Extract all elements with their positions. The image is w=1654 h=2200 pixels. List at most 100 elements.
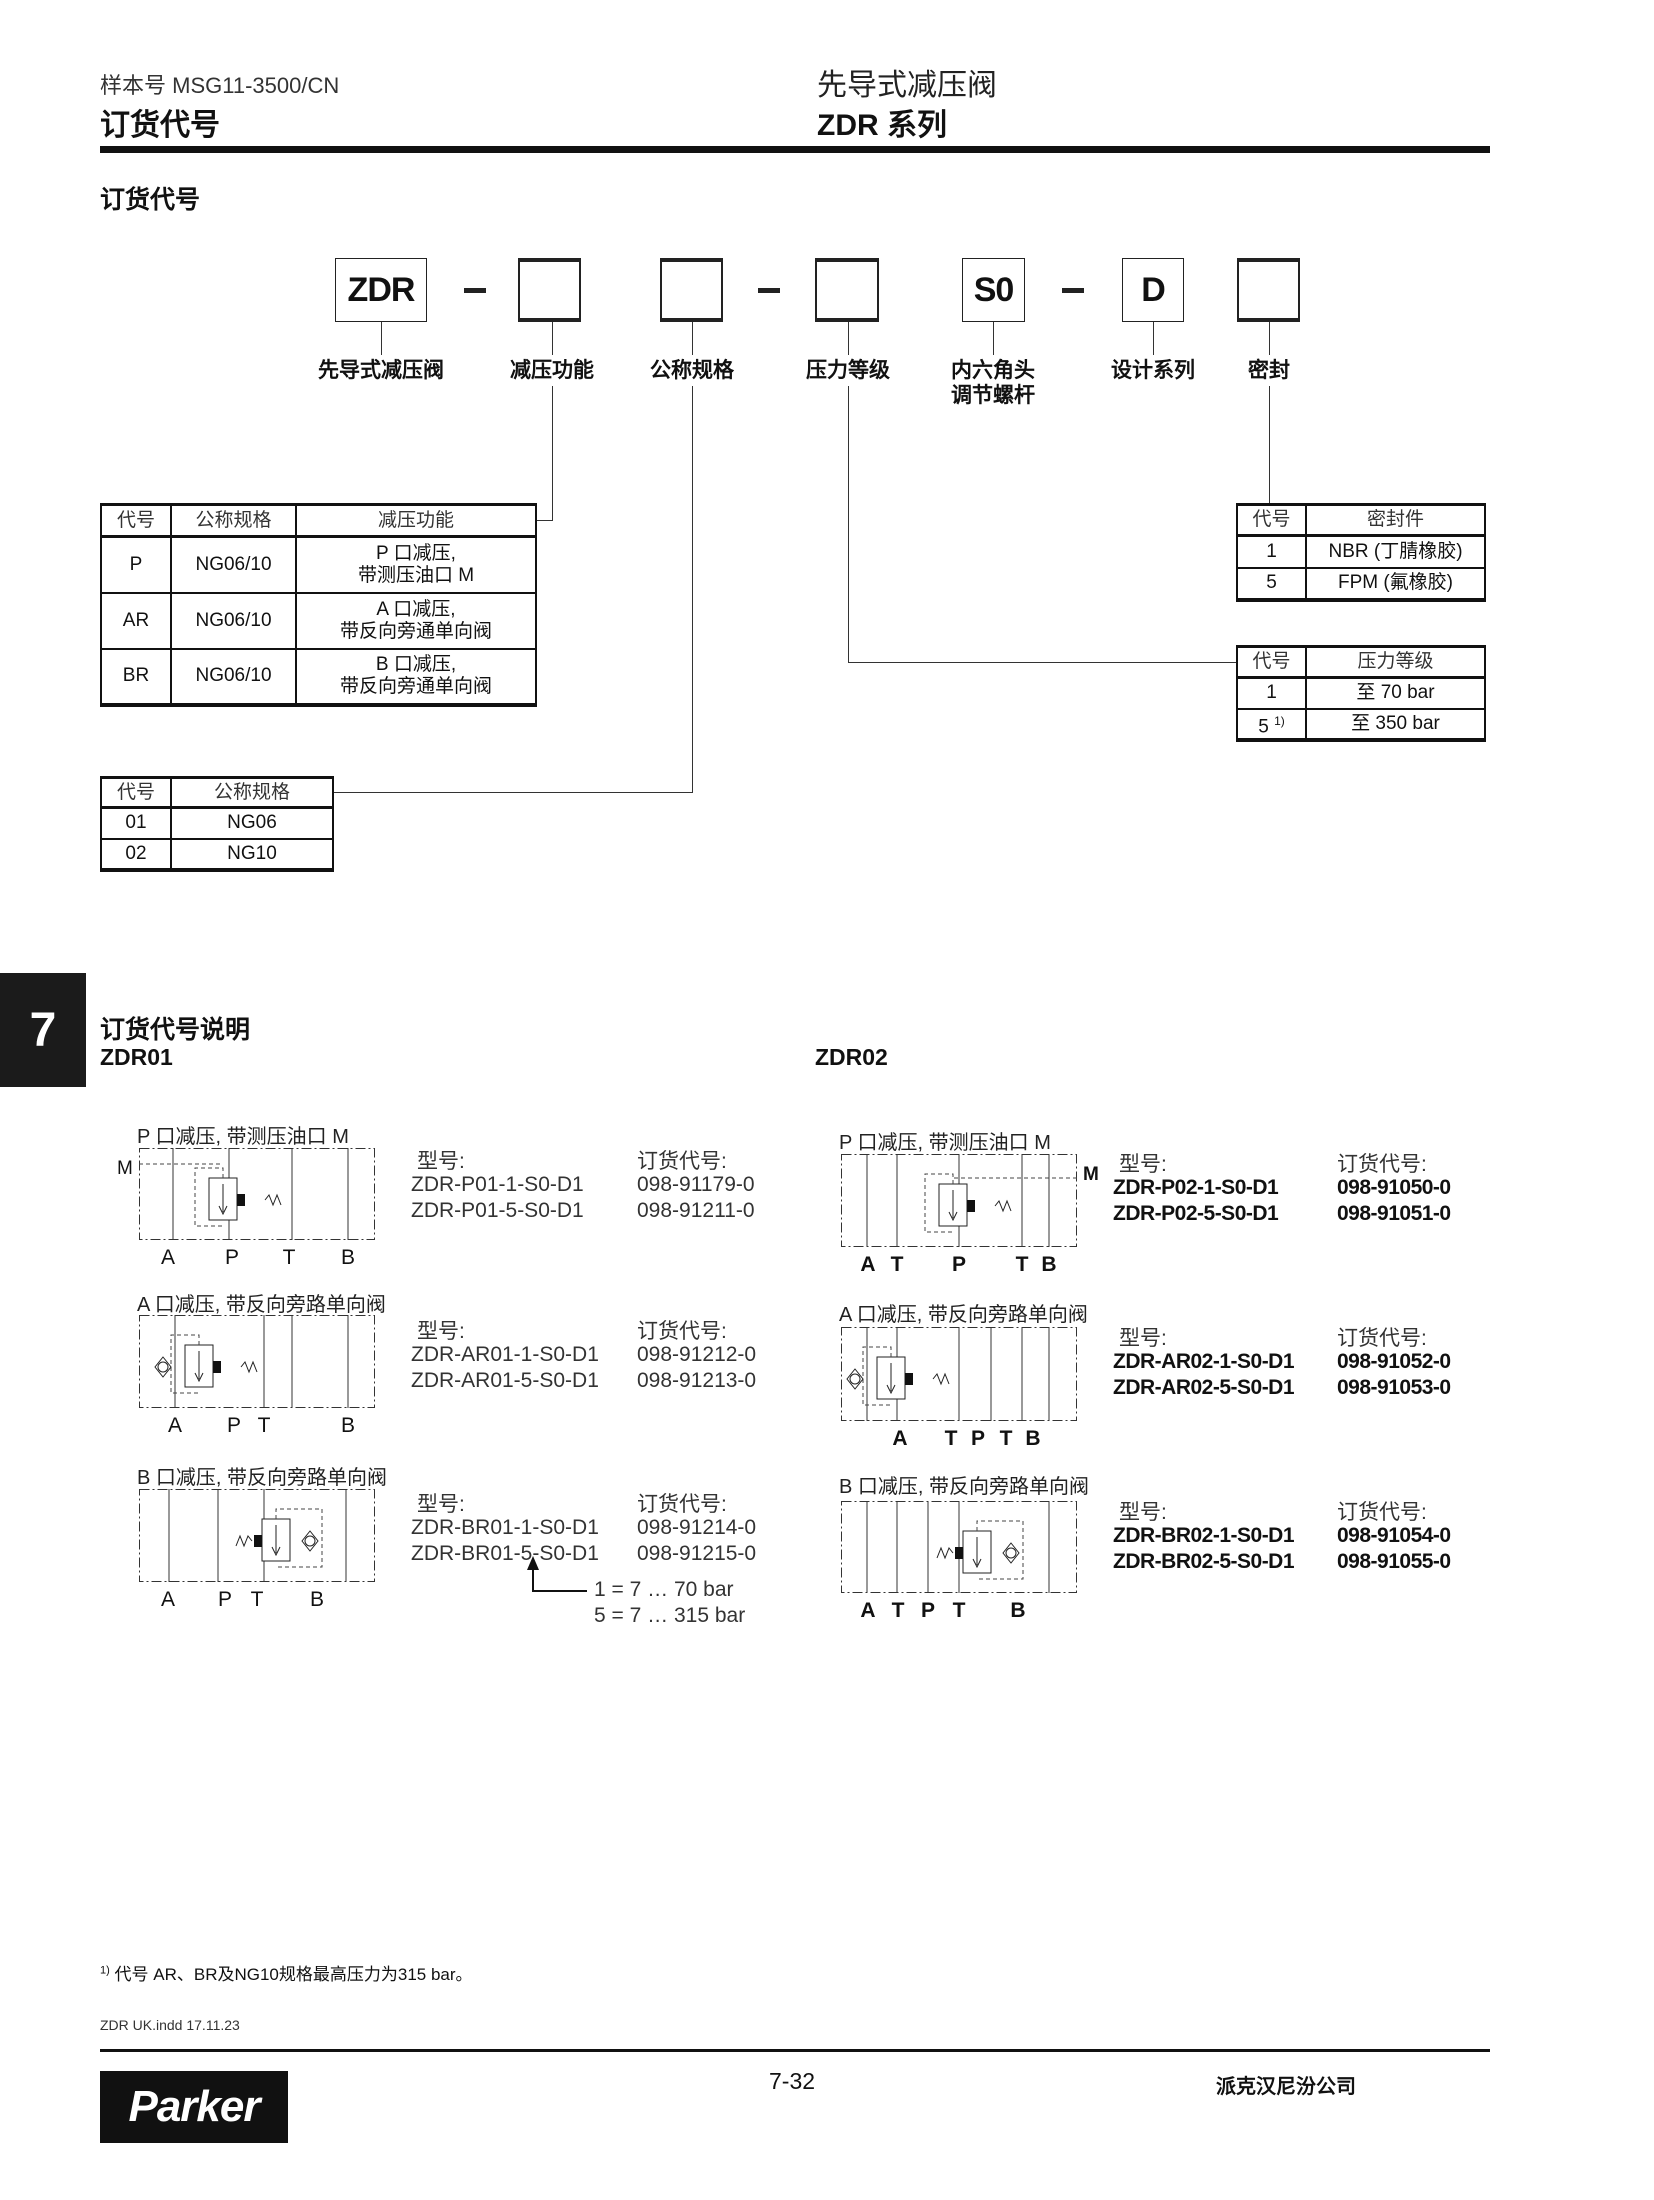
port-label: A <box>860 1599 876 1622</box>
port-label: T <box>1015 1253 1029 1276</box>
order-number: 098-91212-0 <box>637 1343 757 1366</box>
code-dash <box>1062 288 1084 293</box>
port-label: A <box>892 1427 908 1450</box>
check-valve-icon <box>846 1368 864 1390</box>
port-label: T <box>999 1427 1013 1450</box>
hydraulic-symbol <box>139 1315 375 1408</box>
pilot-block <box>905 1373 913 1385</box>
footer-rule <box>100 2049 1490 2052</box>
hydraulic-symbol <box>139 1489 375 1582</box>
model-number: ZDR-AR02-5-S0-D1 <box>1113 1376 1295 1399</box>
order-number: 098-91214-0 <box>637 1516 757 1539</box>
order-code-label: 订货代号: <box>637 1493 727 1516</box>
code-dash <box>464 288 486 293</box>
port-label: B <box>340 1246 356 1269</box>
label-size: 公称规格 <box>650 359 734 382</box>
order-number: 098-91050-0 <box>1337 1176 1451 1199</box>
pilot-line <box>976 1520 1024 1580</box>
order-code-label: 订货代号: <box>1337 1327 1427 1350</box>
header-rule <box>100 146 1490 153</box>
flow-arrow <box>972 1537 982 1569</box>
company-name: 派克汉尼汾公司 <box>1216 2076 1356 2098</box>
page-number: 7-32 <box>769 2068 816 2094</box>
port-label: T <box>282 1246 296 1269</box>
port-label: T <box>890 1253 904 1276</box>
label-pressure: 压力等级 <box>806 359 890 382</box>
circuit-title: A 口减压, 带反向旁路单向阀 <box>839 1304 1088 1326</box>
model-number: ZDR-BR02-1-S0-D1 <box>1113 1524 1295 1547</box>
flow-arrow <box>271 1525 281 1557</box>
code-box-function <box>518 258 581 322</box>
explanation-heading: 订货代号说明 <box>100 1016 251 1044</box>
port-label: T <box>257 1414 271 1437</box>
label-seal: 密封 <box>1248 359 1290 382</box>
spring-icon <box>235 1534 253 1548</box>
order-code-label: 订货代号: <box>637 1320 727 1343</box>
pilot-block <box>237 1194 245 1206</box>
zdr01-title: ZDR01 <box>100 1044 173 1070</box>
zdr02-title: ZDR02 <box>815 1044 888 1070</box>
code-dash <box>758 288 780 293</box>
order-number: 098-91179-0 <box>637 1173 755 1196</box>
model-label: 型号: <box>417 1493 465 1516</box>
ordering-code-heading: 订货代号 <box>100 186 201 214</box>
spring-icon <box>264 1193 282 1207</box>
code-box-seal <box>1237 258 1300 322</box>
pilot-line <box>194 1167 224 1227</box>
circuit-title: B 口减压, 带反向旁路单向阀 <box>839 1476 1090 1498</box>
label-function: 减压功能 <box>510 359 594 382</box>
circuit-title: P 口减压, 带测压油口 M <box>839 1132 1051 1154</box>
series-title: ZDR 系列 <box>817 109 947 142</box>
label-adjust-screw: 内六角头 调节螺杆 <box>951 359 1035 407</box>
port-label: P <box>226 1414 242 1437</box>
port-label: B <box>340 1414 356 1437</box>
port-label: P <box>217 1588 233 1611</box>
port-label: T <box>952 1599 966 1622</box>
model-number: ZDR-P02-1-S0-D1 <box>1113 1176 1279 1199</box>
code-box-size <box>660 258 723 322</box>
port-label: B <box>1025 1427 1041 1450</box>
order-number: 098-91055-0 <box>1337 1550 1451 1573</box>
port-label: A <box>160 1588 176 1611</box>
spring-icon <box>936 1546 954 1560</box>
port-label: T <box>250 1588 264 1611</box>
check-valve-icon <box>1002 1542 1020 1564</box>
gauge-port-label: M <box>1083 1164 1099 1185</box>
circuit-title: P 口减压, 带测压油口 M <box>137 1126 349 1148</box>
pilot-block <box>967 1200 975 1212</box>
port-label: B <box>309 1588 325 1611</box>
symbol-frame <box>139 1148 375 1240</box>
label-valve-type: 先导式减压阀 <box>318 359 444 382</box>
order-number: 098-91213-0 <box>637 1369 757 1392</box>
pilot-line <box>924 1173 954 1233</box>
pilot-block <box>955 1547 963 1559</box>
code-box-zdr: ZDR <box>335 258 427 322</box>
hydraulic-symbol <box>139 1148 375 1240</box>
circuit-title: A 口减压, 带反向旁路单向阀 <box>137 1294 386 1316</box>
pressure-note-1: 1 = 7 … 70 bar <box>594 1578 734 1601</box>
spring-icon <box>994 1199 1012 1213</box>
hydraulic-symbol <box>841 1327 1077 1421</box>
pilot-line <box>862 1346 892 1406</box>
port-label: P <box>970 1427 986 1450</box>
hydraulic-symbol <box>841 1154 1077 1247</box>
symbol-frame <box>139 1489 375 1582</box>
flow-arrow <box>886 1363 896 1395</box>
file-info: ZDR UK.indd 17.11.23 <box>100 2017 240 2033</box>
pressure-note-arrow <box>532 1560 534 1590</box>
model-number: ZDR-P02-5-S0-D1 <box>1113 1202 1279 1225</box>
order-number: 098-91052-0 <box>1337 1350 1451 1373</box>
model-label: 型号: <box>1119 1153 1167 1176</box>
label-design-series: 设计系列 <box>1111 359 1195 382</box>
model-label: 型号: <box>417 1150 465 1173</box>
